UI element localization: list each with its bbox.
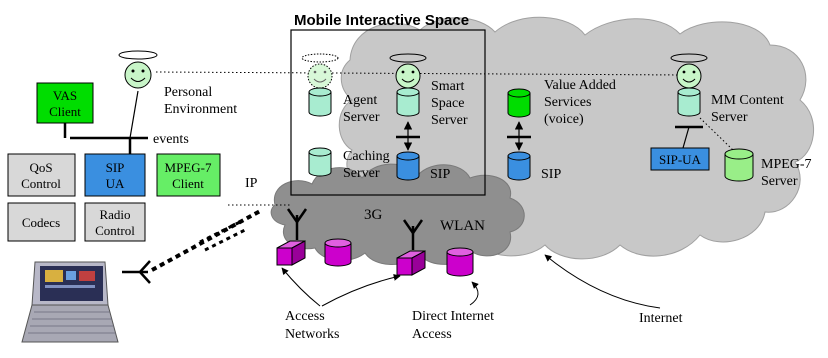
access-networks-label-2: Networks: [285, 327, 339, 342]
mm-avatar-icon: [670, 53, 708, 89]
wireless-link-stripes: [199, 220, 246, 252]
ip-label: IP: [245, 176, 258, 191]
agent-server-label-2: Server: [343, 110, 380, 125]
wlan-access-node-icon[interactable]: [396, 250, 426, 276]
vas-label-3: (voice): [544, 112, 584, 127]
3g-label: 3G: [364, 207, 383, 223]
3g-access-node-icon[interactable]: [276, 240, 306, 266]
smart-space-server-cylinder[interactable]: [396, 87, 420, 117]
laptop-icon[interactable]: [21, 261, 119, 343]
codecs-box[interactable]: [7, 202, 76, 242]
radio-label-1: Radio: [99, 207, 130, 222]
mobile-interactive-space-frame: [290, 29, 486, 196]
access-networks-label-1: Access: [285, 309, 325, 324]
sip-to-avatar: [129, 90, 139, 139]
sip-smart-cylinder[interactable]: [396, 151, 420, 181]
smart-space-label-3: Server: [431, 113, 468, 128]
personal-env-label-2: Environment: [164, 102, 237, 117]
vas-server-cylinder[interactable]: [507, 88, 531, 118]
wireless-link: [151, 208, 263, 272]
mm-content-server-cylinder[interactable]: [677, 87, 701, 117]
agent-server-label-1: Agent: [343, 93, 377, 108]
radio-control-box[interactable]: [84, 202, 146, 242]
access-pointer-1: [281, 267, 321, 307]
internet-pointer: [544, 254, 661, 309]
vas-label-1: Value Added: [544, 78, 616, 93]
wlan-antenna-icon: [402, 219, 424, 250]
direct-access-label-1: Direct Internet: [412, 309, 494, 324]
internet-label: Internet: [639, 311, 683, 326]
qos-label-2: Control: [21, 176, 61, 191]
vas-label-2: Services: [544, 95, 591, 110]
radio-label-2: Control: [95, 223, 135, 238]
space-title: Mobile Interactive Space: [294, 12, 469, 29]
sip-vas-label: SIP: [541, 167, 561, 182]
direct-pointer: [469, 281, 479, 306]
mpeg7-client-label-2: Client: [172, 176, 204, 191]
agent-avatar-icon: [301, 53, 339, 89]
personal-env-label-1: Personal: [164, 85, 212, 100]
access-pointer-2: [321, 273, 401, 307]
sip-smart-label: SIP: [430, 167, 450, 182]
3g-access-db-icon[interactable]: [324, 238, 352, 267]
sip-ua-server-label: SIP-UA: [659, 152, 702, 167]
qos-label-1: QoS: [29, 160, 52, 175]
caching-server-cylinder[interactable]: [308, 147, 332, 177]
mm-sipua-link: [682, 126, 690, 149]
sip-ua-label-2: UA: [106, 176, 125, 191]
caching-server-label-1: Caching: [343, 149, 390, 164]
smart-space-label-1: Smart: [431, 79, 465, 94]
mpeg7-server-label-2: Server: [761, 174, 798, 189]
direct-access-label-2: Access: [412, 327, 452, 342]
mpeg7-client-box[interactable]: [156, 153, 221, 197]
sip-vas-cylinder[interactable]: [507, 151, 531, 181]
codecs-label: Codecs: [22, 215, 60, 230]
mm-content-label-2: Server: [711, 110, 748, 125]
mpeg7-client-label-1: MPEG-7: [165, 160, 212, 175]
3g-wlan-cloud: [270, 163, 525, 265]
personal-avatar-icon: [118, 50, 158, 89]
laptop-antenna-icon: [122, 260, 151, 284]
wlan-label: WLAN: [440, 218, 485, 234]
wlan-access-db-icon[interactable]: [446, 247, 474, 277]
mpeg7-server-cylinder[interactable]: [724, 148, 754, 182]
sip-ua-client-box[interactable]: [84, 153, 146, 197]
events-label: events: [153, 132, 189, 147]
3g-antenna-icon: [286, 208, 308, 240]
smart-space-label-2: Space: [431, 96, 464, 111]
vas-client-label-2: Client: [49, 104, 81, 119]
mpeg7-server-label-1: MPEG-7: [761, 157, 812, 172]
mm-content-label-1: MM Content: [711, 93, 784, 108]
sip-ua-server-box[interactable]: [650, 147, 710, 171]
smart-space-avatar-icon: [389, 53, 427, 89]
vas-client-box[interactable]: [36, 82, 94, 124]
qos-control-box[interactable]: [7, 153, 76, 197]
sip-ua-label-1: SIP: [106, 160, 125, 175]
vas-client-label-1: VAS: [53, 88, 77, 103]
caching-server-label-2: Server: [343, 166, 380, 181]
agent-server-cylinder[interactable]: [308, 87, 332, 117]
